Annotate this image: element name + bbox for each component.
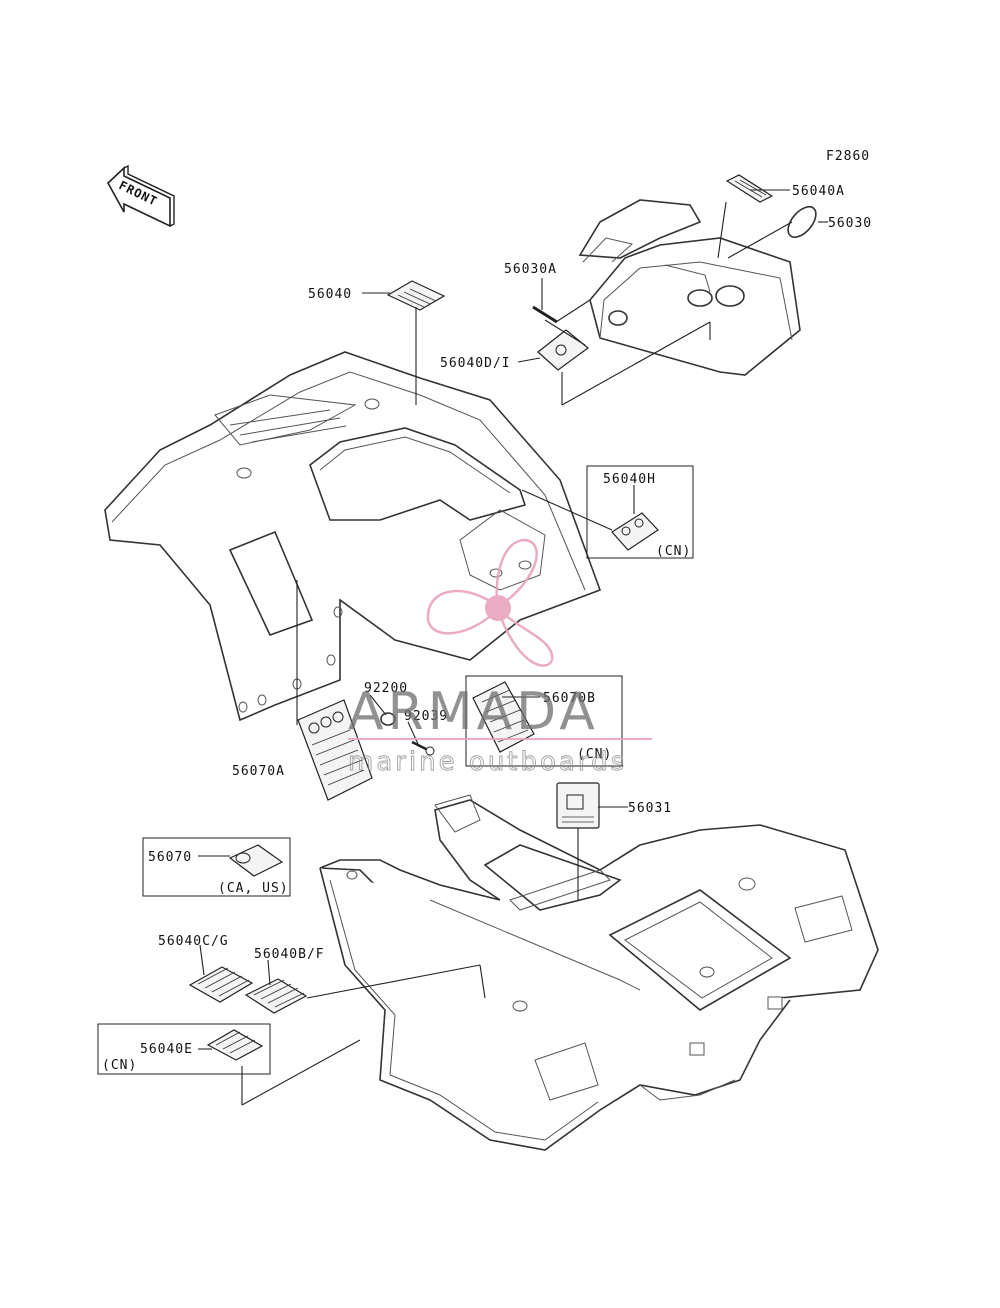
decal-56040d-i (537, 329, 589, 371)
watermark-tagline: marine outboards (348, 747, 627, 777)
note-cn-56040h: (CN) (656, 544, 691, 559)
callout-56040: 56040 (308, 287, 352, 302)
callout-56070: 56070 (148, 850, 192, 865)
callout-56040e: 56040E (140, 1042, 193, 1057)
part-56030a (532, 305, 558, 324)
callout-56040a: 56040A (792, 184, 845, 199)
upper-cover-part (578, 199, 801, 376)
leader-lines (198, 189, 828, 1106)
box-56040h (586, 465, 694, 559)
washer-92200 (380, 712, 396, 726)
note-cn-56040e: (CN) (102, 1058, 137, 1073)
callout-56030: 56030 (828, 216, 872, 231)
decal-56070a (297, 699, 373, 801)
front-direction-arrow: FRONT (106, 164, 175, 228)
callout-56040c-g: 56040C/G (158, 934, 229, 949)
callout-92200: 92200 (364, 681, 408, 696)
decal-56040a (725, 174, 774, 203)
decal-56031 (556, 782, 600, 829)
decal-56040b-f (244, 978, 308, 1014)
callout-56031: 56031 (628, 801, 672, 816)
decal-56070 (228, 844, 284, 877)
decal-56040 (386, 280, 446, 311)
armada-watermark: ARMADA marine outboards (348, 538, 652, 777)
propeller-logo-icon (426, 538, 554, 667)
decal-56040e (206, 1029, 264, 1061)
callout-56030a: 56030A (504, 262, 557, 277)
callout-56070a: 56070A (232, 764, 285, 779)
callout-56040d-i: 56040D/I (440, 356, 511, 371)
rear-fender-part (319, 794, 879, 1151)
figure-code: F2860 (826, 149, 870, 164)
decal-56040h (611, 512, 659, 551)
box-56070 (142, 837, 291, 897)
decal-56070b (472, 681, 535, 753)
note-cn-56070b: (CN) (577, 747, 612, 762)
washer-56030 (787, 205, 817, 239)
box-56040e (97, 1023, 271, 1075)
callout-92039: 92039 (404, 709, 448, 724)
callout-56040b-f: 56040B/F (254, 947, 325, 962)
callout-56040h: 56040H (603, 472, 656, 487)
decal-56040c-g (188, 966, 254, 1003)
bolt-92039 (411, 740, 435, 756)
callout-56070b: 56070B (543, 691, 596, 706)
note-ca-us-56070: (CA, US) (218, 881, 289, 896)
front-fender-part (104, 351, 602, 722)
box-56070b (465, 675, 623, 767)
watermark-brand: ARMADA (348, 682, 599, 742)
